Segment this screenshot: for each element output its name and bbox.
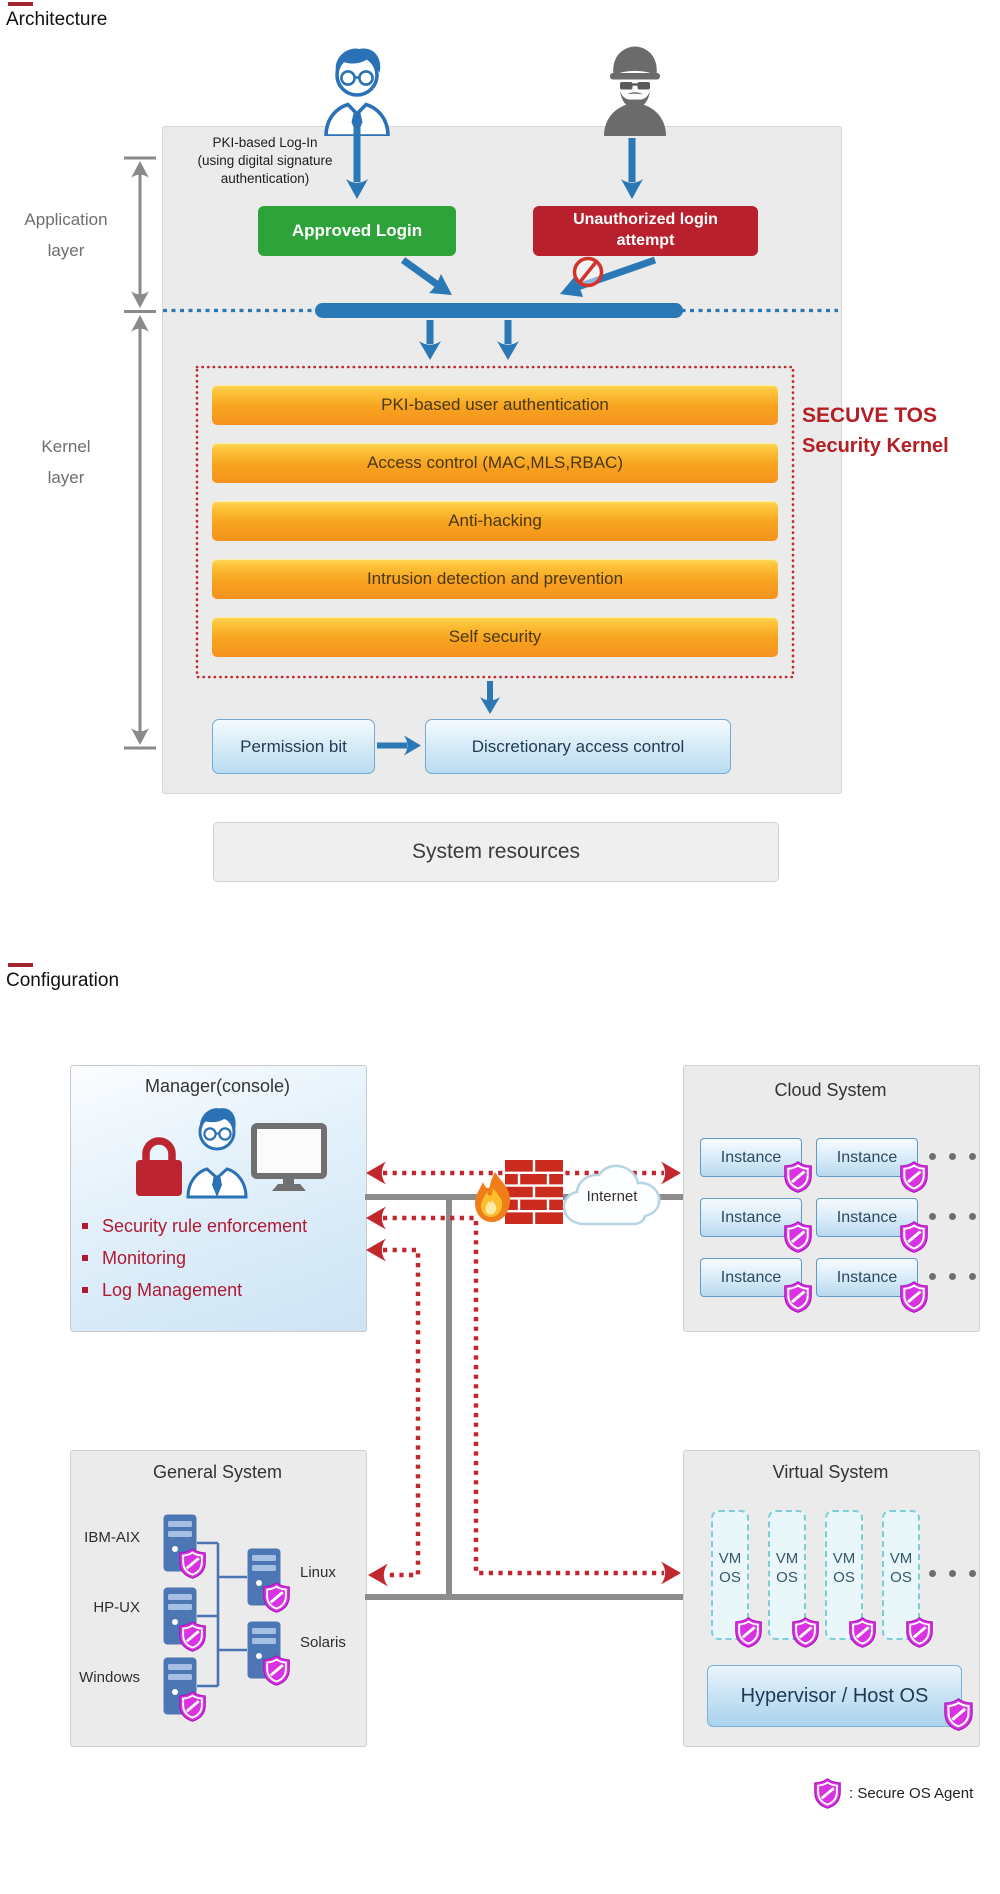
secure-os-agent-shield-icon [944, 1698, 973, 1731]
cloud-system-title: Cloud System [774, 1080, 887, 1100]
secure-os-agent-shield-icon [263, 1582, 290, 1613]
server-label-solaris: Solaris [300, 1634, 346, 1651]
configuration-section-dash [8, 963, 33, 967]
secure-os-agent-shield-icon [814, 1778, 841, 1809]
kernel-layer-label: Kernel layer [41, 437, 91, 487]
general-system-title: General System [152, 1462, 283, 1482]
kernel-feature-bar: Anti-hacking [212, 501, 778, 541]
secure-os-agent-shield-icon [792, 1617, 819, 1648]
vm-os-node: VM OS [882, 1510, 920, 1640]
internet-label: Internet [586, 1188, 638, 1205]
secure-os-agent-shield-icon [900, 1221, 928, 1253]
secuve-tos-line: SECUVE TOS [802, 404, 937, 427]
permission-bit-node: Permission bit [212, 719, 375, 774]
vm-os-node: VM OS [711, 1510, 749, 1640]
pki-login-note: PKI-based Log-In (using digital signatur… [197, 135, 333, 186]
network-bus [365, 1194, 683, 1600]
approved-user-icon [324, 48, 390, 136]
ellipsis-dots [929, 1153, 976, 1160]
unauthorized-login-node: Unauthorized login attempt [533, 206, 758, 256]
secure-os-agent-shield-icon [735, 1617, 762, 1648]
admin-person-icon [186, 1108, 248, 1199]
ellipsis-dots [929, 1273, 976, 1280]
architecture-section-dash [8, 2, 33, 6]
architecture-section-title: Architecture [6, 9, 108, 30]
kernel-feature-bar: Access control (MAC,MLS,RBAC) [212, 443, 778, 483]
manager-function-item: Monitoring [80, 1248, 355, 1269]
server-label-hp-ux: HP-UX [93, 1599, 140, 1616]
secure-os-agent-shield-icon [906, 1617, 933, 1648]
secure-os-agent-shield-icon [784, 1281, 812, 1313]
discretionary-access-control-node: Discretionary access control [425, 719, 731, 774]
vm-os-node: VM OS [768, 1510, 806, 1640]
flame-icon [475, 1172, 511, 1222]
virtual-system-title: Virtual System [772, 1462, 889, 1482]
manager-function-list: Security rule enforcement Monitoring Log… [80, 1216, 355, 1312]
monitor-icon [251, 1123, 327, 1191]
instance-node: Instance [816, 1198, 918, 1237]
legend-label: : Secure OS Agent [849, 1785, 974, 1802]
hypervisor-host-os-node: Hypervisor / Host OS [707, 1665, 962, 1727]
secure-os-agent-shield-icon [784, 1161, 812, 1193]
secure-os-agent-shield-icon [179, 1691, 206, 1722]
layer-meter [124, 156, 156, 750]
secure-os-agent-shield-icon [849, 1617, 876, 1648]
approved-login-node: Approved Login [258, 206, 456, 256]
manager-console-title: Manager(console) [144, 1076, 291, 1096]
secure-os-agent-shield-icon [179, 1548, 206, 1579]
kernel-feature-bar: Intrusion detection and prevention [212, 559, 778, 599]
manager-function-item: Log Management [80, 1280, 355, 1301]
system-resources-node: System resources [213, 822, 779, 882]
application-layer-label: Application layer [24, 210, 108, 260]
vm-os-node: VM OS [825, 1510, 863, 1640]
configuration-section-title: Configuration [6, 970, 120, 991]
secure-os-agent-shield-icon [179, 1621, 206, 1652]
instance-node: Instance [700, 1258, 802, 1297]
lock-icon [136, 1137, 182, 1196]
secure-os-agent-shield-icon [900, 1161, 928, 1193]
hacker-icon [604, 46, 666, 136]
ellipsis-dots [929, 1213, 976, 1220]
kernel-feature-bar: PKI-based user authentication [212, 385, 778, 425]
security-kernel-line: Security Kernel [802, 435, 949, 457]
secuve-tos-kernel-label: SECUVE TOS Security Kernel [802, 400, 998, 462]
server-label-linux: Linux [300, 1564, 336, 1581]
secure-os-agent-shield-icon [784, 1221, 812, 1253]
server-label-windows: Windows [79, 1669, 140, 1686]
kernel-feature-bar: Self security [212, 617, 778, 657]
manager-function-item: Security rule enforcement [80, 1216, 355, 1237]
instance-node: Instance [700, 1138, 802, 1177]
secure-os-agent-shield-icon [900, 1281, 928, 1313]
secure-os-agent-shield-icon [263, 1655, 290, 1686]
ellipsis-dots [929, 1570, 976, 1577]
manager-icons [136, 1108, 327, 1199]
server-label-ibm-aix: IBM-AIX [84, 1529, 140, 1546]
layer-meter-arrowheads [131, 161, 149, 745]
